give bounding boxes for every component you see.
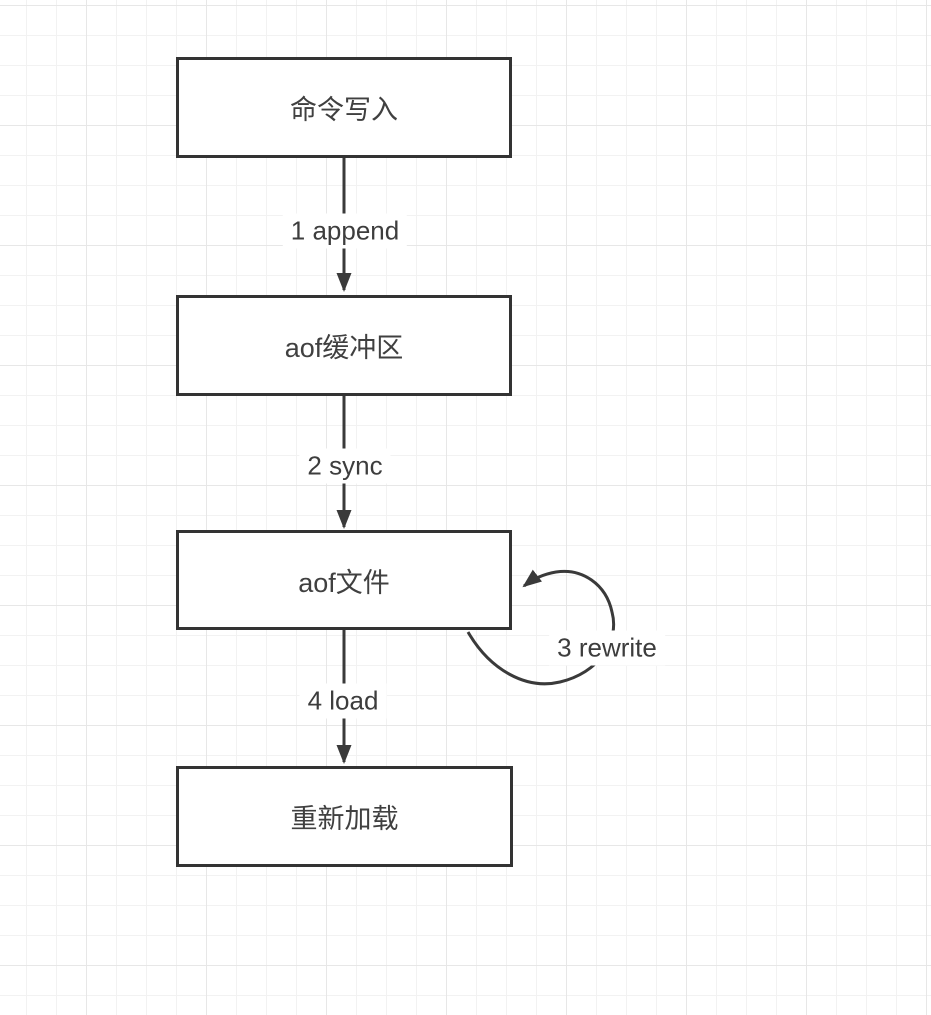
edge-label-sync[interactable]: 2 sync bbox=[299, 448, 391, 484]
node-reload-label: 重新加载 bbox=[290, 804, 399, 834]
node-aof-buffer[interactable]: aof缓冲区 bbox=[176, 295, 512, 396]
edge-label-rewrite[interactable]: 3 rewrite bbox=[549, 630, 665, 666]
edge-label-load[interactable]: 4 load bbox=[299, 683, 387, 719]
node-reload[interactable]: 重新加载 bbox=[176, 766, 513, 867]
node-command-write[interactable]: 命令写入 bbox=[176, 57, 512, 158]
node-aof-file[interactable]: aof文件 bbox=[176, 530, 512, 630]
node-command-write-label: 命令写入 bbox=[290, 95, 398, 125]
connector-rewrite-self-loop-arrow[interactable] bbox=[466, 569, 615, 686]
edge-label-append[interactable]: 1 append bbox=[282, 213, 408, 249]
node-aof-buffer-label: aof缓冲区 bbox=[284, 333, 404, 363]
node-aof-file-label: aof文件 bbox=[298, 567, 390, 598]
